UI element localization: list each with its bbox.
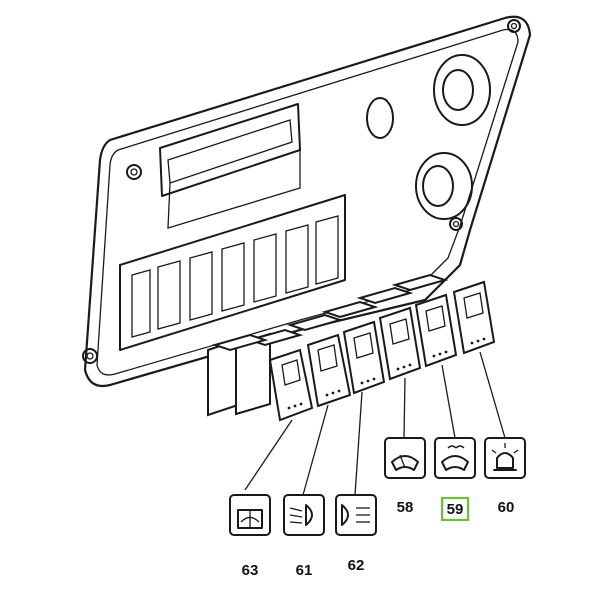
- svg-text:63: 63: [242, 562, 259, 579]
- mounting-screw: [507, 19, 521, 33]
- dashboard-panel: [82, 15, 532, 388]
- rocker-switch[interactable]: [452, 280, 496, 355]
- blank-openings: [119, 194, 346, 351]
- windshield-washer-icon: [434, 437, 476, 479]
- front-wiper-icon: [384, 437, 426, 479]
- socket-opening: [415, 152, 473, 220]
- beacon-light-icon: [484, 437, 526, 479]
- work-light-icon: [335, 494, 377, 536]
- callout-58: 58: [397, 499, 414, 516]
- mounting-screw: [82, 348, 98, 364]
- callout-62: 62: [348, 557, 365, 574]
- rocker-switch[interactable]: [342, 320, 386, 395]
- callout-61: 61: [296, 562, 313, 579]
- leader-lines: [244, 351, 506, 496]
- rocker-switch[interactable]: [414, 293, 458, 368]
- svg-text:62: 62: [348, 557, 365, 574]
- svg-text:58: 58: [397, 499, 414, 516]
- svg-text:61: 61: [296, 562, 313, 579]
- svg-text:59: 59: [447, 501, 464, 518]
- svg-text:60: 60: [498, 499, 515, 516]
- round-opening: [366, 97, 394, 139]
- rocker-switch[interactable]: [268, 348, 314, 422]
- mounting-screw: [449, 217, 463, 231]
- ignition-opening: [433, 54, 491, 126]
- callout-63: 63: [242, 562, 259, 579]
- rear-washer-icon: [229, 494, 271, 536]
- callout-59: 59: [440, 496, 470, 522]
- mounting-screw: [126, 164, 142, 180]
- rocker-switch[interactable]: [378, 306, 422, 381]
- rocker-switch[interactable]: [306, 333, 352, 408]
- headlight-icon: [283, 494, 325, 536]
- callout-60: 60: [498, 499, 515, 516]
- display-slot: [159, 103, 301, 229]
- switch-housings: [207, 273, 449, 417]
